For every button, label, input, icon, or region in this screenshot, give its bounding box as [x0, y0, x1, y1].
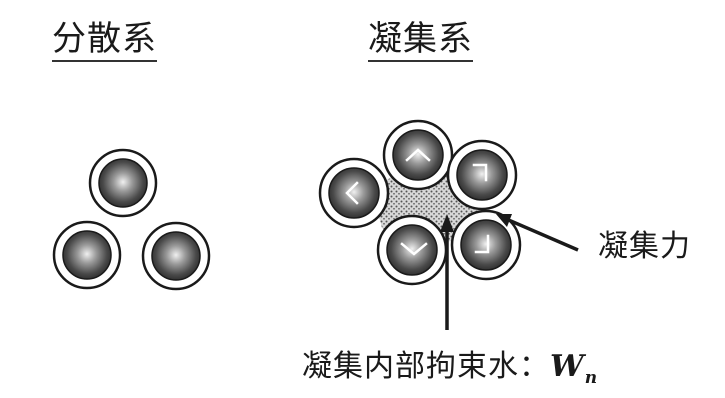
- cluster-particle-left: [329, 168, 379, 218]
- dispersed-particle-left: [54, 222, 120, 288]
- bound-water-symbol: W: [550, 349, 585, 384]
- dispersed-system-heading: 分散系: [52, 22, 157, 62]
- bound-water-label: 凝集内部拘束水：Wn: [302, 352, 598, 382]
- cluster-particle-bottom-left: [387, 225, 437, 275]
- cluster-particle-bottom-right: [461, 220, 511, 270]
- dispersed-particles: [54, 150, 209, 289]
- cluster-particle-top: [393, 130, 443, 180]
- dispersed-particle-right: [143, 223, 209, 289]
- aggregation-force-label: 凝集力: [598, 232, 691, 262]
- aggregated-cluster: [320, 121, 520, 284]
- dispersed-particle-top: [90, 150, 156, 216]
- bound-water-subscript: n: [585, 368, 598, 388]
- bound-water-text: 凝集内部拘束水：: [302, 349, 550, 384]
- aggregated-system-heading: 凝集系: [368, 22, 473, 62]
- cluster-particle-top-right: [457, 150, 507, 200]
